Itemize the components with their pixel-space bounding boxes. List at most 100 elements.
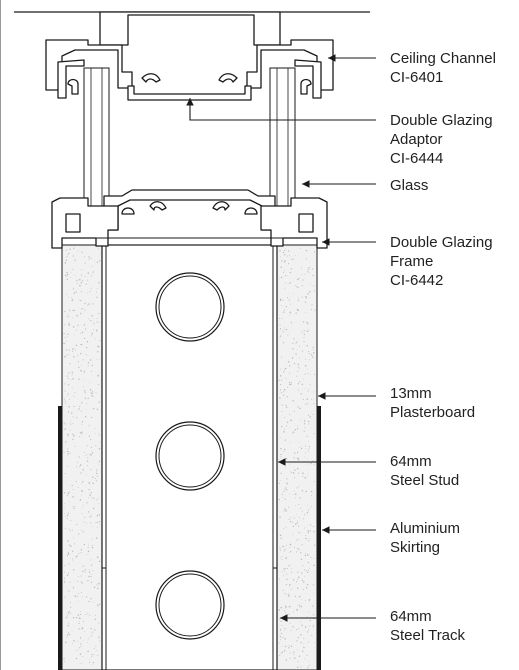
plasterboard-speckle [288,596,290,598]
plasterboard-speckle [292,534,294,536]
plasterboard-speckle [296,522,298,524]
plasterboard-speckle [72,489,74,491]
plasterboard-speckle [289,544,291,546]
plasterboard-texture [63,247,316,669]
plasterboard-speckle [90,417,93,419]
plasterboard-speckle [304,301,307,303]
plasterboard-speckle [91,663,93,665]
plasterboard-speckle [302,588,305,590]
plasterboard-speckle [98,503,100,505]
plasterboard-speckle [87,362,90,364]
plasterboard-speckle [283,249,285,251]
plasterboard-speckle [89,516,91,517]
plasterboard-speckle [73,640,75,642]
plasterboard-speckle [69,277,71,279]
plasterboard-speckle [310,354,313,356]
plasterboard-speckle [93,329,94,330]
plasterboard-speckle [284,367,287,370]
plasterboard-speckle [91,633,93,635]
plasterboard-speckle [87,272,90,274]
plasterboard-speckle [303,378,304,380]
plasterboard-speckle [84,370,85,372]
plasterboard-speckle [85,455,86,457]
leader-lines [186,54,376,622]
plasterboard-speckle [82,570,84,572]
plasterboard-speckle [309,530,311,532]
plasterboard-speckle [304,658,306,660]
plasterboard-speckle [289,622,291,624]
plasterboard-speckle [70,602,71,603]
plasterboard-speckle [82,640,84,642]
plasterboard-speckle [299,380,301,382]
plasterboard-speckle [284,369,286,371]
plasterboard-speckle [79,405,81,407]
plasterboard-speckle [286,406,288,409]
plasterboard-speckle [285,377,287,379]
plasterboard-speckle [283,570,285,572]
plasterboard-speckle [291,471,293,473]
plasterboard-speckle [304,527,305,529]
plasterboard-speckle [82,359,84,361]
plasterboard-speckle [98,433,100,435]
plasterboard-speckle [294,284,296,286]
plasterboard-speckle [304,514,306,516]
plasterboard-speckle [312,349,314,351]
plasterboard-speckle [97,248,99,250]
plasterboard-speckle [68,398,70,400]
plasterboard-speckle [69,581,71,583]
plasterboard-speckle [91,265,93,267]
plasterboard-speckle [77,361,79,363]
plasterboard-speckle [90,275,92,277]
plasterboard-speckle [300,393,302,395]
plasterboard-speckle [78,299,80,301]
plasterboard-speckle [292,258,294,260]
plasterboard-speckle [298,472,300,474]
plasterboard-speckle [85,409,87,410]
plasterboard-speckle [296,649,298,651]
plasterboard-speckle [286,556,287,558]
plasterboard-speckle [287,334,289,336]
plasterboard-speckle [284,612,286,614]
plasterboard-speckle [306,654,308,656]
plasterboard-speckle [85,328,87,330]
plasterboard-speckle [309,568,310,569]
plasterboard-speckle [295,312,297,314]
plasterboard-speckle [77,593,80,595]
plasterboard-speckle [301,510,303,512]
plasterboard-speckle [68,590,70,592]
plasterboard-speckle [285,487,287,489]
plasterboard-speckle [309,620,311,622]
plasterboard-speckle [296,520,298,521]
plasterboard-speckle [300,247,302,249]
plasterboard-speckle [91,454,93,456]
plasterboard-speckle [76,523,78,525]
plasterboard-speckle [284,429,286,430]
plasterboard-speckle [92,395,94,397]
plasterboard-speckle [305,570,307,572]
plasterboard-speckle [80,643,82,645]
plasterboard-speckle [72,529,73,531]
plasterboard-speckle [293,651,295,653]
plasterboard-speckle [95,330,98,332]
plasterboard-speckle [289,413,291,415]
plasterboard-speckle [299,447,300,448]
plasterboard-speckle [82,481,84,483]
plasterboard-speckle [67,492,69,495]
plasterboard-speckle [296,513,298,515]
plasterboard-speckle [283,510,285,512]
plasterboard-speckle [283,342,285,344]
plasterboard-speckle [304,387,306,389]
plasterboard-speckle [284,593,286,595]
plasterboard-speckle [303,337,305,338]
plasterboard-speckle [71,297,73,299]
plasterboard-speckle [72,416,74,418]
plasterboard-speckle [92,661,95,664]
plasterboard-speckle [91,631,93,633]
plasterboard-speckle [99,524,101,526]
plasterboard-speckle [313,403,315,405]
plasterboard-speckle [87,279,89,281]
plasterboard-speckle [67,433,69,435]
plasterboard-speckle [88,575,90,578]
plasterboard-speckle [91,496,92,498]
plasterboard-speckle [285,545,287,547]
